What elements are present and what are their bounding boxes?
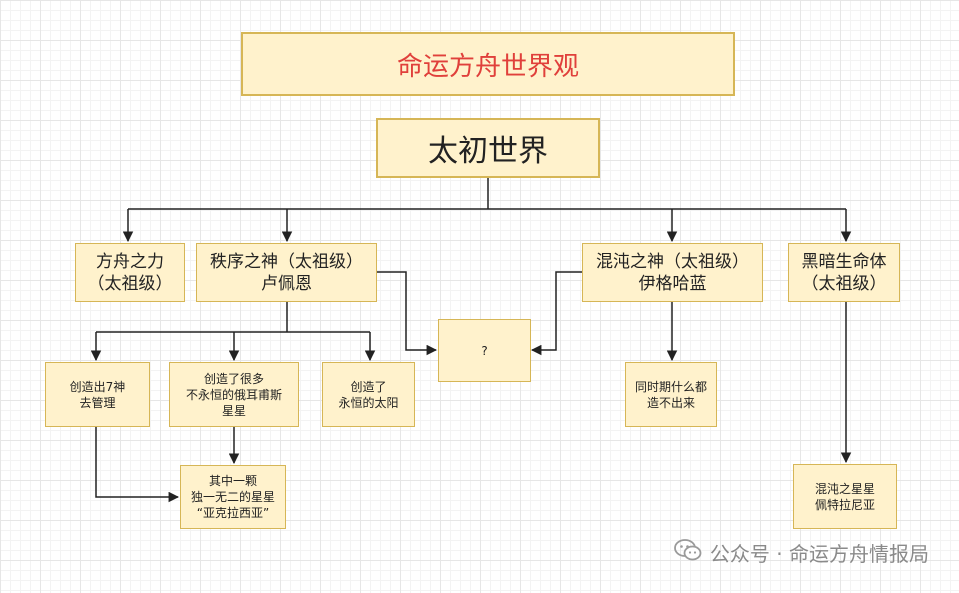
node-sun: 创造了 永恒的太阳	[322, 362, 415, 427]
edge-order-bus	[96, 302, 370, 333]
node-ark-power: 方舟之力 （太祖级）	[75, 243, 185, 302]
node-unknown: ?	[438, 319, 531, 382]
wechat-icon	[674, 538, 702, 567]
edge-seven-arkesia	[95, 427, 180, 503]
edge-order-unknown	[377, 271, 438, 356]
diagram-title: 命运方舟世界观	[241, 32, 735, 96]
edge-chaos-unknown	[530, 271, 582, 356]
node-stars: 创造了很多 不永恒的俄耳甫斯 星星	[169, 362, 299, 427]
node-dark-life: 黑暗生命体 （太祖级）	[788, 243, 900, 302]
node-chaos-star: 混沌之星星 佩特拉尼亚	[793, 464, 897, 529]
edge-root-bus	[128, 178, 846, 210]
node-order-god: 秩序之神（太祖级） 卢佩恩	[196, 243, 377, 302]
node-nothing: 同时期什么都 造不出来	[625, 362, 717, 427]
node-arkesia: 其中一颗 独一无二的星星 “亚克拉西亚”	[180, 465, 286, 529]
node-chaos-god: 混沌之神（太祖级） 伊格哈蓝	[582, 243, 763, 302]
watermark: 公众号 · 命运方舟情报局	[674, 538, 929, 567]
watermark-text: 公众号 · 命运方舟情报局	[709, 542, 929, 566]
node-root: 太初世界	[376, 118, 600, 178]
node-seven-gods: 创造出7神 去管理	[45, 362, 150, 427]
